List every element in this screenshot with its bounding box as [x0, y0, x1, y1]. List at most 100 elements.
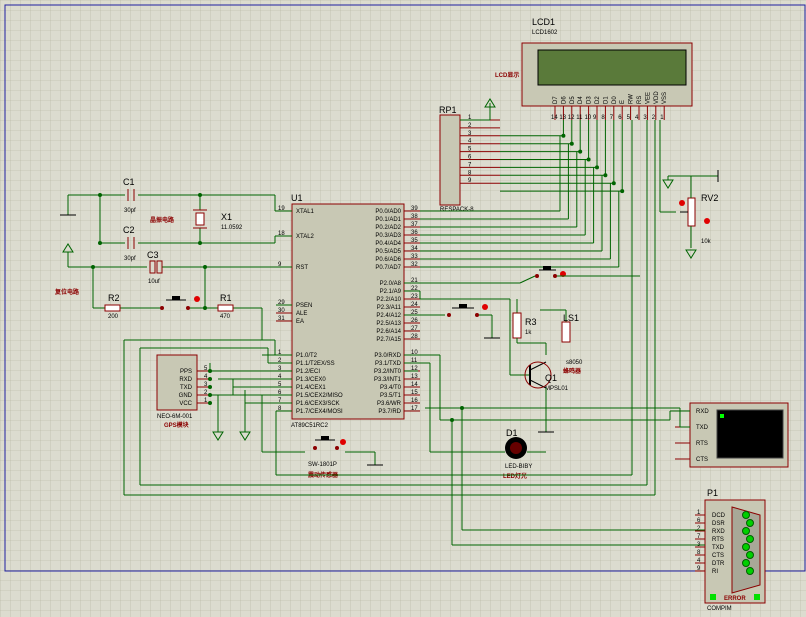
r1-value: 470 [220, 314, 231, 320]
bus-junction [603, 173, 608, 178]
lcd-pin-label: D4 [578, 96, 584, 104]
p1-ref: P1 [707, 488, 718, 498]
rp1-pin-number: 1 [468, 115, 472, 121]
u1-pin-number: 9 [278, 262, 282, 268]
p1-pin-number: 8 [697, 550, 701, 556]
button-p21[interactable] [404, 266, 640, 284]
button-p24[interactable] [404, 304, 500, 339]
u1-pin-number: 22 [411, 286, 418, 292]
potentiometer-rv2[interactable]: RV2 10k [659, 120, 719, 259]
terminal-pin-label: CTS [696, 457, 708, 463]
capacitor-c2[interactable]: C2 30pf [123, 225, 136, 262]
u1-pin-number: 23 [411, 294, 418, 300]
reset-button[interactable] [160, 296, 200, 310]
u1-pin-name: XTAL2 [296, 234, 315, 240]
u1-part: AT89C51RC2 [291, 423, 329, 429]
q1-alt: s8050 [566, 360, 583, 366]
ground-icon [685, 249, 697, 259]
gps-part: NEO-6M-001 [157, 414, 193, 420]
u1-pin-name: P2.6/A14 [376, 329, 401, 335]
p1-pin-label: CTS [712, 553, 724, 559]
capacitor-c3[interactable]: C3 10uf [147, 250, 163, 285]
gps-pin-label: PPS [180, 369, 192, 375]
ground-icon [212, 431, 224, 441]
gps-pin-number: 2 [204, 390, 208, 396]
u1-pin-name: P2.0/A8 [380, 281, 402, 287]
c1-ref: C1 [123, 177, 135, 187]
bus-junction [569, 141, 574, 146]
buzzer-icon [561, 321, 571, 343]
q1-part: MPSL01 [545, 386, 569, 392]
u1-pin-name: PSEN [296, 303, 312, 309]
u1-pin-name: P3.3/INT1 [374, 377, 402, 383]
u1-pin-name: P1.5/CEX2/MISO [296, 393, 343, 399]
ls1-note: 蜂鸣器 [563, 367, 582, 375]
reset-note: 复位电路 [54, 288, 80, 296]
u1-pin-number: 39 [411, 206, 418, 212]
rp1-ref: RP1 [439, 105, 457, 115]
capacitor-c1[interactable]: C1 30pf [123, 177, 136, 214]
u1-pin-number: 14 [411, 382, 418, 388]
rp1-pin-number: 2 [468, 123, 472, 129]
lcd-note: LCD显示 [495, 71, 519, 79]
u1-pin-name: P1.3/CEX0 [296, 377, 326, 383]
lcd-pin-label: VEE [645, 92, 651, 104]
d1-note: LED灯光 [503, 472, 527, 480]
u1-pin-name: P2.1/A9 [380, 289, 402, 295]
rp1-pin-number: 6 [468, 155, 472, 161]
bus-junction [578, 149, 583, 154]
rp1-pin-number: 9 [468, 178, 472, 184]
u1-pin-number: 24 [411, 302, 418, 308]
u1-pin-number: 15 [411, 390, 418, 396]
rv2-ref: RV2 [701, 193, 718, 203]
lcd-pin-label: RS [637, 96, 643, 104]
lcd-pin-label: E [620, 100, 626, 104]
lcd-pin-label: D7 [553, 96, 559, 104]
lcd-pin-label: VDD [654, 91, 660, 104]
p1-pin-label: DCD [712, 513, 726, 519]
rp1-pin-number: 8 [468, 170, 472, 176]
p1-pin-label: RI [712, 569, 718, 575]
lcd-pin-number: 11 [576, 115, 583, 121]
u1-right-pins: 39P0.0/AD038P0.1/AD137P0.2/AD236P0.3/AD3… [374, 206, 420, 415]
lcd-pin-number: 12 [568, 115, 575, 121]
u1-pin-number: 7 [278, 398, 282, 404]
u1-pin-number: 28 [411, 334, 418, 340]
ground-icon [662, 179, 674, 189]
crystal-x1[interactable]: X1 11.0592 晶振电路 [150, 209, 243, 231]
bus-junction [595, 165, 599, 170]
lcd-part: LCD1602 [532, 30, 558, 36]
c1-value: 30pf [124, 208, 136, 214]
lcd-pin-number: 1 [660, 115, 664, 121]
u1-pin-name: XTAL1 [296, 209, 315, 215]
u1-pin-name: P0.0/AD0 [375, 209, 401, 215]
c3-value: 10uf [148, 279, 160, 285]
x1-ref: X1 [221, 212, 232, 222]
c2-value: 30pf [124, 256, 136, 262]
r1-ref: R1 [220, 293, 232, 303]
u1-pin-name: P1.2/ECI [296, 369, 320, 375]
lcd-display[interactable]: LCD1 LCD1602 LCD显示 D714D613D512D411D310D… [495, 17, 693, 121]
lcd-pin-number: 6 [618, 115, 622, 121]
resistor-r1[interactable]: R1 470 [217, 293, 234, 320]
resistor-r2[interactable]: R2 200 [104, 293, 121, 320]
terminal-screen [716, 409, 784, 459]
u1-pin-number: 36 [411, 230, 418, 236]
p1-pin-number: 7 [697, 534, 701, 540]
p1-pin-number: 6 [697, 518, 701, 524]
u1-pin-name: P3.6/WR [377, 401, 402, 407]
buzzer-circuit[interactable]: R3 1k LS1 s8050 蜂鸣器 Q1 MPSL01 [404, 290, 583, 433]
gps-pin-number: 3 [204, 382, 208, 388]
resistor-r3[interactable] [512, 312, 522, 339]
gps-pin-label: GND [179, 393, 193, 399]
lcd-pin-label: RW [629, 94, 635, 104]
d1-part: LED-BIBY [505, 464, 532, 470]
u1-pin-number: 35 [411, 238, 418, 244]
lcd-pin-label: D1 [603, 96, 609, 104]
lcd-pin-label: VSS [662, 92, 668, 104]
